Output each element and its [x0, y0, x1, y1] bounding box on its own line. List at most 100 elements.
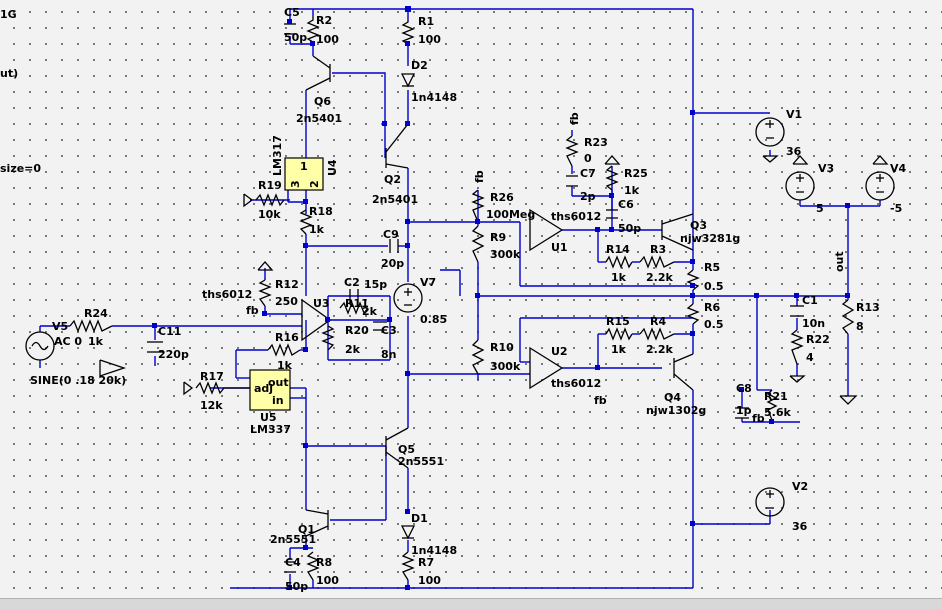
label-q3: Q3 — [690, 219, 707, 232]
value-q6: 2n5401 — [296, 112, 342, 125]
label-r3: R3 — [650, 243, 666, 256]
value-r16: 1k — [277, 359, 293, 372]
value-c11: 220p — [158, 348, 189, 361]
resistor-r13 — [841, 299, 855, 335]
value-c2: 15p — [364, 278, 387, 291]
value-d1: 1n4148 — [411, 544, 457, 557]
label-r20: R20 — [345, 324, 369, 337]
resistor-r6 — [686, 303, 700, 325]
label-r25: R25 — [624, 167, 648, 180]
resistor-r19 — [255, 193, 285, 207]
value-r25: 1k — [624, 184, 640, 197]
label-q2: Q2 — [384, 173, 401, 186]
resistor-r12 — [258, 279, 272, 307]
resistor-r11 — [339, 301, 369, 315]
label-r17: R17 — [200, 370, 224, 383]
value-r19: 10k — [258, 208, 281, 221]
net-fb: fb — [568, 112, 581, 125]
value-r20: 2k — [345, 343, 361, 356]
pin-u4-1: 1 — [300, 160, 308, 173]
label-v5: V5 — [52, 320, 68, 333]
value-q5: 2n5551 — [398, 455, 444, 468]
labels: 1G ut) size=0 C5 50p R2 100 R1 100 D2 1n… — [0, 6, 907, 593]
resistor-r26 — [471, 189, 485, 223]
resistor-r1 — [401, 20, 415, 45]
resistor-r3 — [639, 255, 675, 269]
value-c6: 50p — [618, 222, 641, 235]
value-r18: 1k — [309, 223, 325, 236]
resistor-r23 — [565, 135, 579, 167]
value-u3: ths6012 — [202, 288, 252, 301]
label-c2: C2 — [344, 276, 360, 289]
value-r5: 0.5 — [704, 280, 724, 293]
net-fb: fb — [752, 412, 765, 425]
label-r5: R5 — [704, 261, 720, 274]
value-c1: 10n — [802, 317, 825, 330]
label-d1: D1 — [411, 512, 428, 525]
opamp-u2 — [529, 346, 564, 390]
label-r16: R16 — [275, 331, 299, 344]
value-c9: 20p — [381, 257, 404, 270]
label-r14: R14 — [606, 243, 630, 256]
value-u2: ths6012 — [551, 377, 601, 390]
value-q1: 2n5551 — [270, 533, 316, 546]
value-c4: 50p — [285, 580, 308, 593]
value-r6: 0.5 — [704, 318, 724, 331]
source-v7 — [393, 283, 423, 313]
value-d2: 1n4148 — [411, 91, 457, 104]
resistor-r20 — [321, 325, 335, 351]
net-fb: fb — [473, 170, 486, 183]
regulator-u4 — [284, 157, 324, 191]
source-v1 — [755, 117, 785, 147]
label-c11: C11 — [158, 325, 181, 338]
source-v5-spec: SINE(0 .18 20k) — [30, 374, 126, 387]
resistor-r25 — [605, 165, 619, 191]
resistor-r15 — [605, 327, 633, 341]
label-v2: V2 — [792, 480, 808, 493]
label-r22: R22 — [806, 333, 830, 346]
label-q4: Q4 — [664, 391, 681, 404]
value-v7: 0.85 — [420, 313, 447, 326]
label-r21: R21 — [764, 390, 788, 403]
resistor-r17 — [195, 381, 250, 395]
components — [25, 16, 895, 581]
value-r14: 1k — [611, 271, 627, 284]
pin-u5-adj: adj — [254, 382, 273, 395]
regulator-u5 — [249, 369, 291, 411]
label-c7: C7 — [580, 167, 596, 180]
resistor-r5 — [686, 269, 700, 291]
label-q6: Q6 — [314, 95, 331, 108]
value-c7: 2p — [580, 190, 596, 203]
label-v4: V4 — [890, 162, 907, 175]
label-u1: U1 — [551, 241, 568, 254]
source-v5 — [25, 331, 55, 361]
resistor-r9 — [471, 225, 485, 263]
value-q3: njw3281g — [680, 232, 740, 245]
label-c4: C4 — [285, 556, 301, 569]
resistor-r14 — [605, 255, 633, 269]
value-r7: 100 — [418, 574, 441, 587]
value-r9: 300k — [490, 248, 521, 261]
value-v5: AC 0 — [54, 335, 82, 348]
pin-u5-in: in — [272, 394, 284, 407]
edge-text: ut) — [0, 67, 18, 80]
value-v4: -5 — [890, 202, 902, 215]
label-r23: R23 — [584, 136, 608, 149]
value-r12: 250 — [275, 295, 298, 308]
label-r6: R6 — [704, 301, 720, 314]
value-u5: LM337 — [250, 423, 291, 436]
label-u5: U5 — [260, 411, 277, 424]
value-r15: 1k — [611, 343, 627, 356]
label-r18: R18 — [309, 205, 333, 218]
net-out: out — [833, 251, 846, 272]
label-c1: C1 — [802, 294, 818, 307]
label-r9: R9 — [490, 231, 506, 244]
label-v7: V7 — [420, 276, 436, 289]
opamp-u1 — [529, 208, 564, 252]
value-v1: 36 — [786, 145, 802, 158]
label-r1: R1 — [418, 15, 434, 28]
value-c3: 8n — [381, 348, 397, 361]
source-v2 — [755, 487, 785, 517]
value-v3: 5 — [816, 202, 824, 215]
